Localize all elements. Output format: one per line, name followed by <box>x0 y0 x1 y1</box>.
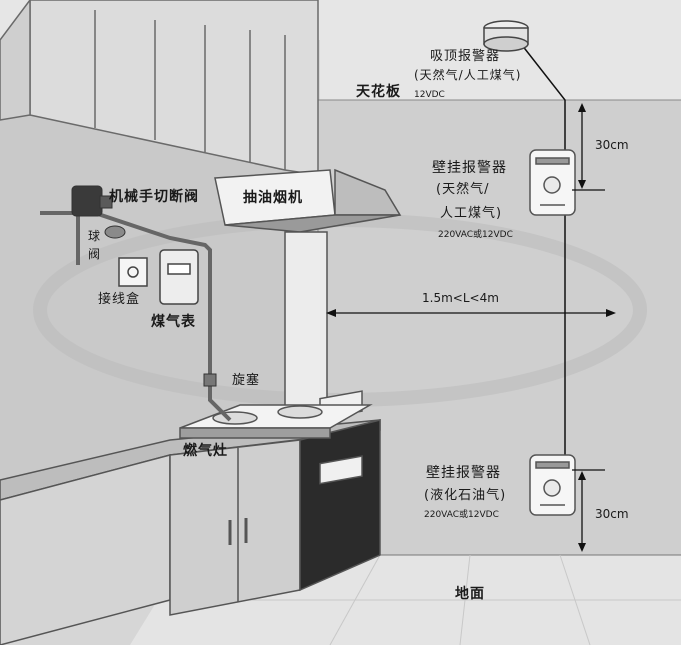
wall-alarm-top-voltage-label: 220VAC或12VDC <box>438 230 513 240</box>
plug-valve-label: 旋塞 <box>232 373 261 388</box>
wall-alarm-top-device <box>529 149 576 216</box>
upper-cabinets <box>0 0 319 176</box>
ceiling-alarm-gas-label: (天然气/人工煤气) <box>414 68 522 82</box>
dimension-lines <box>330 108 612 548</box>
wall-alarm-bottom-device <box>529 454 576 516</box>
plug-valve <box>203 373 217 387</box>
wall-alarm-top-gas-line1: (天然气/ <box>436 182 490 197</box>
dimension-arrows <box>326 103 616 552</box>
gas-meter <box>159 249 199 305</box>
wall-alarm-top-gas-line2: 人工煤气) <box>440 206 503 221</box>
range-hood-label: 抽油烟机 <box>243 190 303 206</box>
ball-valve-label-2: 阀 <box>88 247 102 261</box>
ceiling-label: 天花板 <box>356 84 401 100</box>
manual-valve-label: 机械手切断阀 <box>109 189 199 205</box>
floor-label: 地面 <box>455 586 485 602</box>
wall-alarm-bottom-gas-label: (液化石油气) <box>424 488 507 503</box>
distance-top-30cm: 30cm <box>595 138 629 152</box>
ceiling-alarm-voltage-label: 12VDC <box>414 90 445 100</box>
gas-meter-label: 煤气表 <box>151 314 196 330</box>
wall-alarm-top-label: 壁挂报警器 <box>432 160 507 176</box>
ball-valve-label-1: 球 <box>88 229 102 243</box>
valve-actuator <box>71 185 126 239</box>
range-hood <box>214 168 402 413</box>
distance-bottom-30cm: 30cm <box>595 507 629 521</box>
gas-stove <box>179 404 373 439</box>
floor-tiles <box>250 554 681 645</box>
alarm-wiring <box>517 39 566 455</box>
junction-box-label: 接线盒 <box>98 292 141 307</box>
ceiling-alarm-label: 吸顶报警器 <box>430 49 501 64</box>
junction-box <box>118 257 148 287</box>
distance-label: 1.5m<L<4m <box>422 291 499 305</box>
gas-stove-label: 燃气灶 <box>183 443 228 459</box>
wall-alarm-bottom-voltage-label: 220VAC或12VDC <box>424 510 499 520</box>
lower-cabinets <box>0 390 381 645</box>
ceiling-alarm-device <box>483 20 529 52</box>
wall-alarm-bottom-label: 壁挂报警器 <box>426 465 501 481</box>
